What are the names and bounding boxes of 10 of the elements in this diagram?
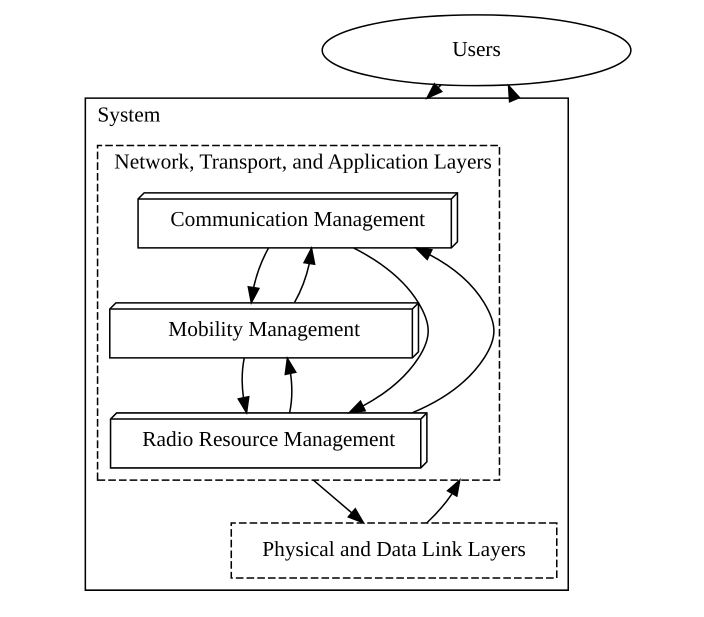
arrow: [284, 356, 297, 413]
arrow: [237, 358, 250, 416]
arrow: [508, 83, 521, 103]
arrow: [312, 480, 366, 524]
node-ellipse: Users: [321, 14, 632, 86]
arrow: [294, 246, 316, 304]
arrow: [247, 248, 270, 306]
arrow: [347, 247, 429, 414]
node-box: Physical and Data Link Layers: [230, 522, 558, 579]
arrow: [426, 478, 461, 524]
